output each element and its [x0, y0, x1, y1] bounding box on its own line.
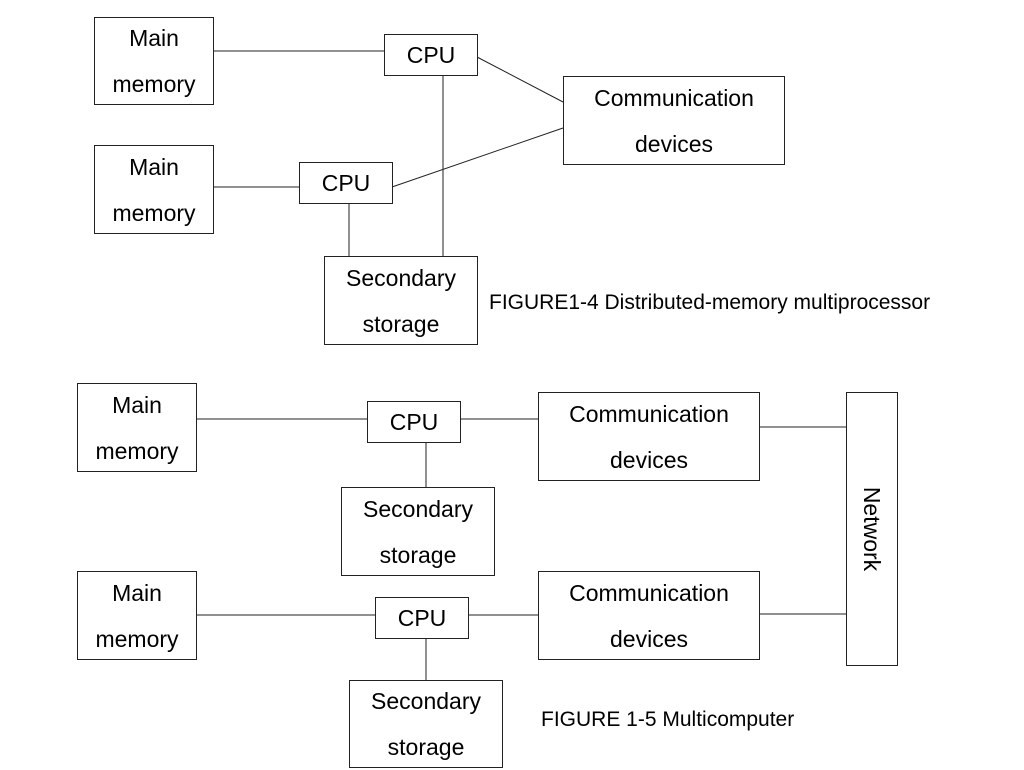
fig5-caption: FIGURE 1-5 Multicomputer [541, 708, 795, 731]
fig4-main-memory-1: Main memory [94, 17, 214, 105]
fig4-main-memory-2: Main memory [94, 145, 214, 234]
line-cpu2-comm [391, 127, 564, 188]
fig4-cpu-2: CPU [299, 162, 393, 204]
fig5-secondary-storage-2: Secondary storage [349, 680, 503, 768]
fig5-communication-devices-1: Communication devices [538, 392, 760, 481]
fig4-secondary-storage: Secondary storage [324, 256, 478, 345]
fig5-communication-devices-1-label: Communication devices [569, 400, 729, 473]
fig5-main-memory-2: Main memory [77, 571, 197, 660]
fig5-network: Network [846, 392, 898, 666]
fig5-main-memory-1-label: Main memory [95, 391, 179, 464]
fig4-cpu-2-label: CPU [321, 170, 371, 196]
fig5-main-memory-2-label: Main memory [95, 579, 179, 652]
fig5-cpu-2-label: CPU [397, 605, 447, 631]
fig4-secondary-storage-label: Secondary storage [346, 264, 456, 337]
fig5-network-label: Network [859, 486, 886, 572]
fig5-cpu-1: CPU [367, 401, 461, 443]
fig5-cpu-1-label: CPU [389, 409, 439, 435]
fig4-caption: FIGURE1-4 Distributed-memory multiproces… [489, 291, 931, 314]
fig5-communication-devices-2-label: Communication devices [569, 579, 729, 652]
fig5-main-memory-1: Main memory [77, 383, 197, 472]
fig5-cpu-2: CPU [375, 597, 469, 639]
fig4-cpu-1-label: CPU [406, 42, 456, 68]
fig5-secondary-storage-1: Secondary storage [341, 487, 495, 576]
fig5-secondary-storage-2-label: Secondary storage [371, 688, 481, 760]
fig4-main-memory-2-label: Main memory [112, 153, 196, 226]
fig4-cpu-1: CPU [384, 34, 478, 76]
line-cpu1-comm [476, 56, 564, 103]
fig4-communication-devices-label: Communication devices [594, 84, 754, 157]
fig5-secondary-storage-1-label: Secondary storage [363, 495, 473, 568]
fig5-communication-devices-2: Communication devices [538, 571, 760, 660]
fig4-communication-devices: Communication devices [563, 76, 785, 165]
fig4-main-memory-1-label: Main memory [112, 25, 196, 97]
